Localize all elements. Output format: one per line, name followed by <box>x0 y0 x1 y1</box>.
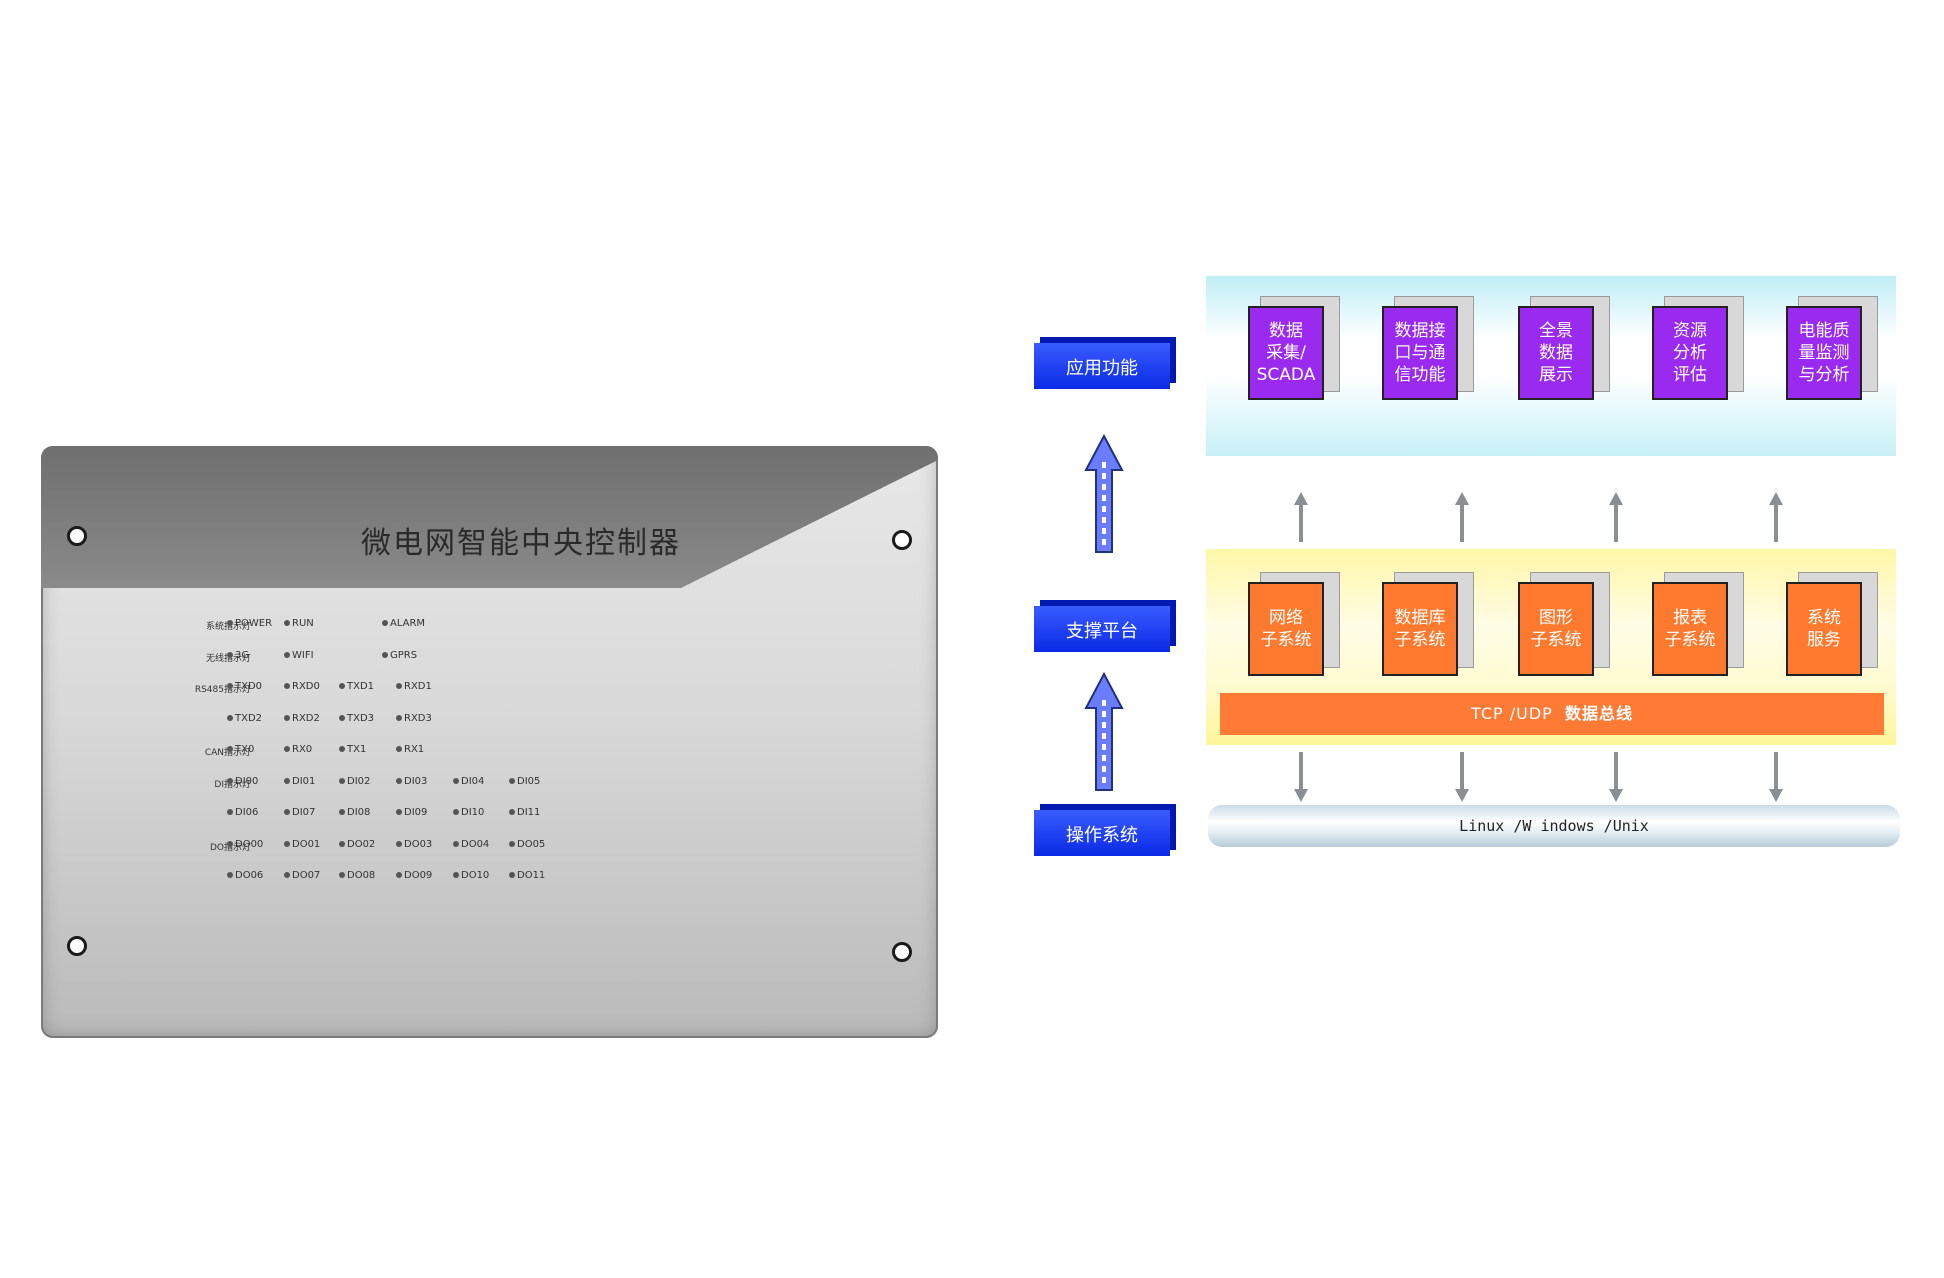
app-function-box: 全景 数据 展示 <box>1518 306 1594 400</box>
indicator-led: DO03 <box>396 839 432 850</box>
indicator-led: GPRS <box>382 650 417 661</box>
indicator-led: DI03 <box>396 776 427 787</box>
indicator-led: RXD0 <box>284 681 320 692</box>
indicator-led: RXD3 <box>396 713 432 724</box>
led-row: DO06 DO07 DO08 DO09 DO10 DO11 <box>41 868 938 886</box>
layer-label-support: 支撑平台 <box>1034 606 1170 652</box>
indicator-led: TX1 <box>339 744 366 755</box>
up-arrow-support-to-app <box>1084 434 1124 553</box>
indicator-led: DO02 <box>339 839 375 850</box>
layer-label-os: 操作系统 <box>1034 810 1170 856</box>
indicator-led: DI05 <box>509 776 540 787</box>
support-subsystem-box: 图形 子系统 <box>1518 582 1594 676</box>
up-connector-arrow <box>1769 492 1783 542</box>
down-connector-arrow <box>1294 752 1308 802</box>
indicator-led: ALARM <box>382 618 425 629</box>
support-subsystem-box: 系统 服务 <box>1786 582 1862 676</box>
indicator-led: RX1 <box>396 744 424 755</box>
indicator-led: DO04 <box>453 839 489 850</box>
indicator-led: DO08 <box>339 870 375 881</box>
indicator-led: DI04 <box>453 776 484 787</box>
controller-title: 微电网智能中央控制器 <box>361 526 681 561</box>
indicator-led: TXD2 <box>227 713 262 724</box>
bus-protocol: TCP /UDP <box>1471 704 1553 723</box>
app-function-box: 数据 采集/ SCADA <box>1248 306 1324 400</box>
indicator-led: POWER <box>227 618 272 629</box>
support-subsystem-box: 网络 子系统 <box>1248 582 1324 676</box>
app-function-box: 数据接 口与通 信功能 <box>1382 306 1458 400</box>
indicator-led: DI11 <box>509 807 540 818</box>
down-connector-arrow <box>1609 752 1623 802</box>
indicator-led: DO05 <box>509 839 545 850</box>
mount-hole-bottom-left <box>67 936 87 956</box>
indicator-led: DI02 <box>339 776 370 787</box>
os-bar: Linux /W indows /Unix <box>1208 805 1900 847</box>
indicator-led: RXD1 <box>396 681 432 692</box>
indicator-led: TX0 <box>227 744 254 755</box>
indicator-led: DI08 <box>339 807 370 818</box>
indicator-led: DO09 <box>396 870 432 881</box>
up-connector-arrow <box>1609 492 1623 542</box>
down-connector-arrow <box>1769 752 1783 802</box>
bus-name: 数据总线 <box>1564 704 1633 723</box>
indicator-led: TXD0 <box>227 681 262 692</box>
indicator-led: DI06 <box>227 807 258 818</box>
indicator-led: RUN <box>284 618 314 629</box>
up-arrow-os-to-support <box>1084 672 1124 791</box>
indicator-led: DI01 <box>284 776 315 787</box>
up-connector-arrow <box>1455 492 1469 542</box>
indicator-led: WIFI <box>284 650 314 661</box>
indicator-led: DI09 <box>396 807 427 818</box>
data-bus: TCP /UDP 数据总线 <box>1220 693 1884 735</box>
indicator-led: DO01 <box>284 839 320 850</box>
panel-header-band <box>41 446 938 588</box>
indicator-led: DO11 <box>509 870 545 881</box>
led-row: DI06 DI07 DI08 DI09 DI10 DI11 <box>41 805 938 823</box>
indicator-led: DO07 <box>284 870 320 881</box>
mount-hole-top-right <box>892 530 912 550</box>
layer-label-app: 应用功能 <box>1034 343 1170 389</box>
app-function-box: 电能质 量监测 与分析 <box>1786 306 1862 400</box>
indicator-led: DO10 <box>453 870 489 881</box>
indicator-led: RX0 <box>284 744 312 755</box>
indicator-led: RXD2 <box>284 713 320 724</box>
support-subsystem-box: 报表 子系统 <box>1652 582 1728 676</box>
down-connector-arrow <box>1455 752 1469 802</box>
support-subsystem-box: 数据库 子系统 <box>1382 582 1458 676</box>
led-row-label: RS485指示灯 <box>194 685 251 695</box>
mount-hole-bottom-right <box>892 942 912 962</box>
indicator-led: DI07 <box>284 807 315 818</box>
indicator-led: DI10 <box>453 807 484 818</box>
indicator-led: TXD1 <box>339 681 374 692</box>
indicator-led: DO00 <box>227 839 263 850</box>
indicator-led: DO06 <box>227 870 263 881</box>
indicator-led: TXD3 <box>339 713 374 724</box>
indicator-led: DI00 <box>227 776 258 787</box>
app-function-box: 资源 分析 评估 <box>1652 306 1728 400</box>
led-row: TXD2 RXD2 TXD3 RXD3 <box>41 711 938 729</box>
mount-hole-top-left <box>67 526 87 546</box>
up-connector-arrow <box>1294 492 1308 542</box>
indicator-led: 3G <box>227 650 249 661</box>
